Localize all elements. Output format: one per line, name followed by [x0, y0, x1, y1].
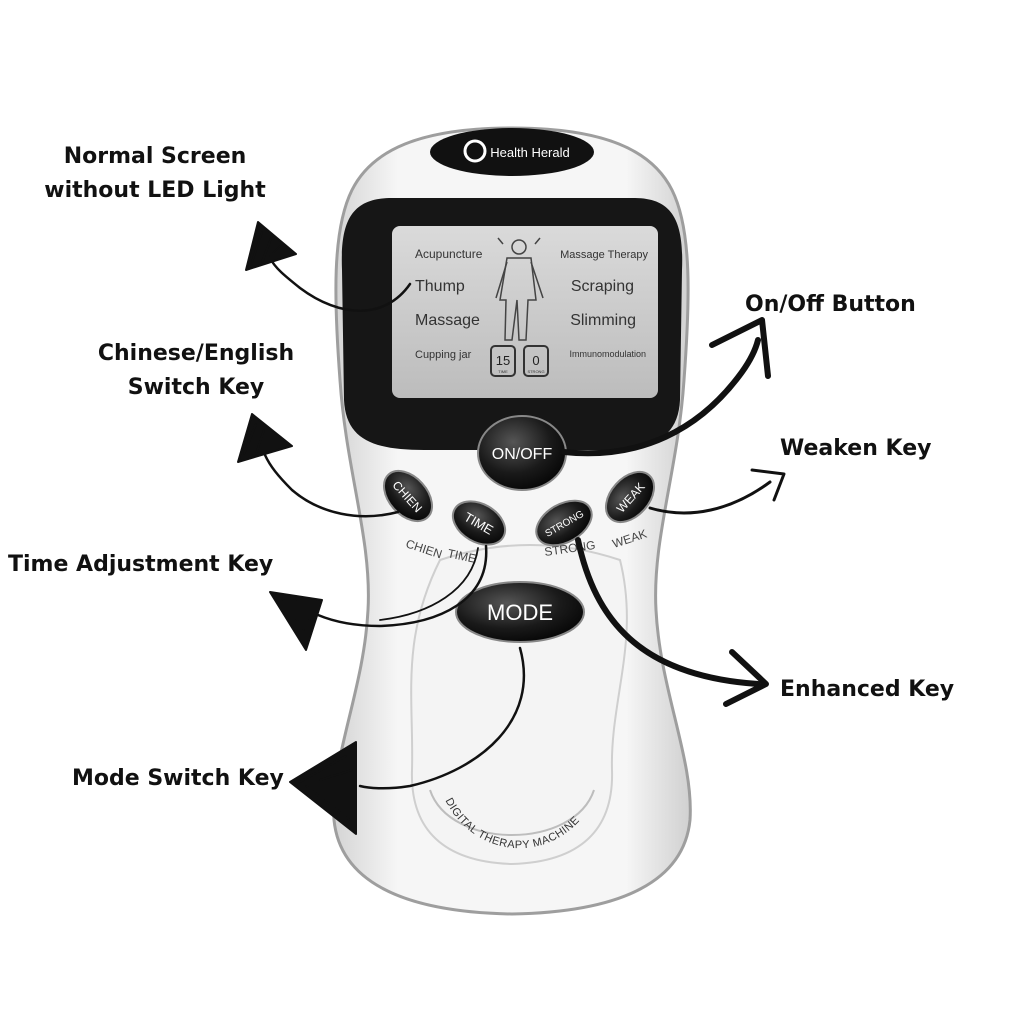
callout-enhanced-line-1: Enhanced Key — [780, 673, 954, 707]
lcd-timer-caption: TIME — [498, 369, 508, 374]
arrowhead-chinese-english — [238, 414, 292, 462]
mode-button-label: MODE — [487, 600, 553, 625]
lcd-mode-thump: Thump — [415, 278, 465, 295]
lcd-strength-value: 0 — [532, 353, 539, 368]
arrowhead-on-off — [712, 320, 768, 376]
mode-button[interactable]: MODE — [456, 582, 584, 642]
lcd-mode-massage-therapy: Massage Therapy — [560, 249, 648, 261]
callout-on-off: On/Off Button — [745, 288, 916, 322]
lcd-mode-immunomodulation: Immunomodulation — [569, 349, 646, 359]
lcd-strength-caption: STRONG — [527, 369, 544, 374]
callout-time-line-1: Time Adjustment Key — [8, 548, 273, 582]
callout-weaken-line-1: Weaken Key — [780, 432, 931, 466]
arrowhead-screen — [246, 222, 296, 270]
on-off-button-label: ON/OFF — [492, 446, 553, 463]
callout-mode-line-1: Mode Switch Key — [72, 762, 284, 796]
callout-on-off-line-1: On/Off Button — [745, 288, 916, 322]
brand-name: Health Herald — [490, 145, 570, 160]
lcd-timer-value: 15 — [496, 353, 510, 368]
callout-chinese-english-line-1: Chinese/English — [80, 337, 312, 371]
lcd-mode-scraping: Scraping — [571, 278, 634, 295]
callout-weaken: Weaken Key — [780, 432, 931, 466]
lcd-mode-acupuncture: Acupuncture — [415, 247, 483, 261]
lcd-mode-slimming: Slimming — [570, 312, 636, 329]
callout-enhanced: Enhanced Key — [780, 673, 954, 707]
callout-screen: Normal Screen without LED Light — [30, 140, 280, 208]
lcd-mode-cupping-jar: Cupping jar — [415, 349, 472, 361]
callout-screen-line-1: Normal Screen — [30, 140, 280, 174]
arrowhead-time — [270, 592, 322, 650]
callout-mode: Mode Switch Key — [72, 762, 284, 796]
callout-screen-line-2: without LED Light — [30, 174, 280, 208]
on-off-button[interactable]: ON/OFF — [478, 416, 566, 490]
arrowhead-mode — [290, 742, 356, 834]
callout-chinese-english-line-2: Switch Key — [80, 371, 312, 405]
arrowhead-enhanced — [726, 652, 766, 704]
lcd-mode-massage: Massage — [415, 312, 480, 329]
callout-time: Time Adjustment Key — [8, 548, 273, 582]
callout-chinese-english: Chinese/English Switch Key — [80, 337, 312, 405]
